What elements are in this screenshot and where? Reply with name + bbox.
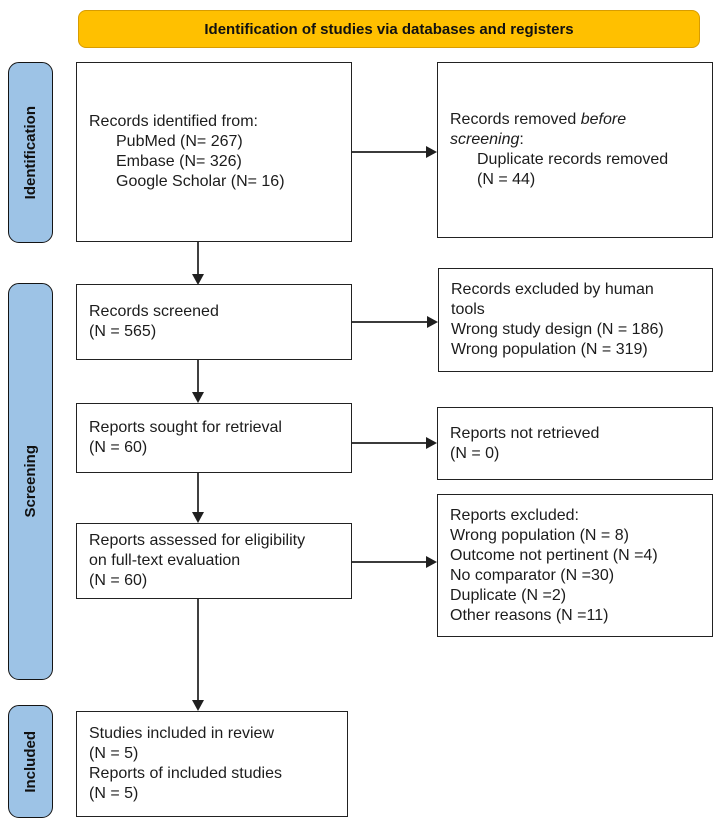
- box-studies-included: Studies included in review (N = 5) Repor…: [76, 711, 348, 817]
- detail-duplicates-count: (N = 44): [477, 171, 536, 188]
- box-title-line-2: screening:: [450, 131, 524, 148]
- source-embase: Embase (N= 326): [116, 153, 242, 170]
- reason-duplicate: Duplicate (N =2): [450, 586, 567, 604]
- phase-label-included: Included: [8, 705, 53, 818]
- box-records-excluded: Records excluded by human tools Wrong st…: [438, 268, 713, 372]
- arrow-screened-to-excluded: [350, 316, 438, 328]
- reason-no-comparator: No comparator (N =30): [450, 566, 615, 584]
- phase-label-identification: Identification: [8, 62, 53, 243]
- box-reports-excluded: Reports excluded: Wrong population (N = …: [437, 494, 713, 637]
- arrow-assessed-to-reports-excluded: [352, 556, 437, 568]
- arrow-sought-to-not-retrieved: [352, 437, 437, 449]
- source-pubmed: PubMed (N= 267): [116, 133, 243, 150]
- arrow-sought-to-assessed: [192, 473, 204, 523]
- arrow-identified-to-removed: [352, 146, 437, 158]
- phase-label-screening: Screening: [8, 283, 53, 680]
- reason-wrong-study-design: Wrong study design (N = 186): [451, 321, 664, 338]
- box-title-line-1: Records removed before: [450, 111, 627, 128]
- reason-other: Other reasons (N =11): [450, 606, 609, 624]
- box-records-identified: Records identified from: PubMed (N= 267)…: [76, 62, 352, 242]
- box-records-screened: Records screened (N = 565): [76, 284, 352, 360]
- box-records-removed: Records removed before screening: Duplic…: [437, 62, 713, 238]
- arrow-assessed-to-included: [192, 599, 204, 711]
- box-reports-sought: Reports sought for retrieval (N = 60): [76, 403, 352, 473]
- detail-duplicates: Duplicate records removed: [477, 151, 669, 168]
- source-google-scholar: Google Scholar (N= 16): [116, 173, 285, 190]
- header-banner: Identification of studies via databases …: [78, 10, 700, 48]
- arrow-identified-to-screened: [192, 242, 204, 285]
- box-reports-assessed: Reports assessed for eligibility on full…: [76, 523, 352, 599]
- header-title: Identification of studies via databases …: [204, 20, 574, 38]
- reason-wrong-population: Wrong population (N = 319): [451, 341, 648, 358]
- box-title: Records identified from:: [89, 113, 258, 130]
- arrow-screened-to-sought: [192, 360, 204, 403]
- reason-wrong-population: Wrong population (N = 8): [450, 526, 629, 544]
- box-reports-not-retrieved: Reports not retrieved (N = 0): [437, 407, 713, 480]
- reason-outcome-not-pertinent: Outcome not pertinent (N =4): [450, 546, 658, 564]
